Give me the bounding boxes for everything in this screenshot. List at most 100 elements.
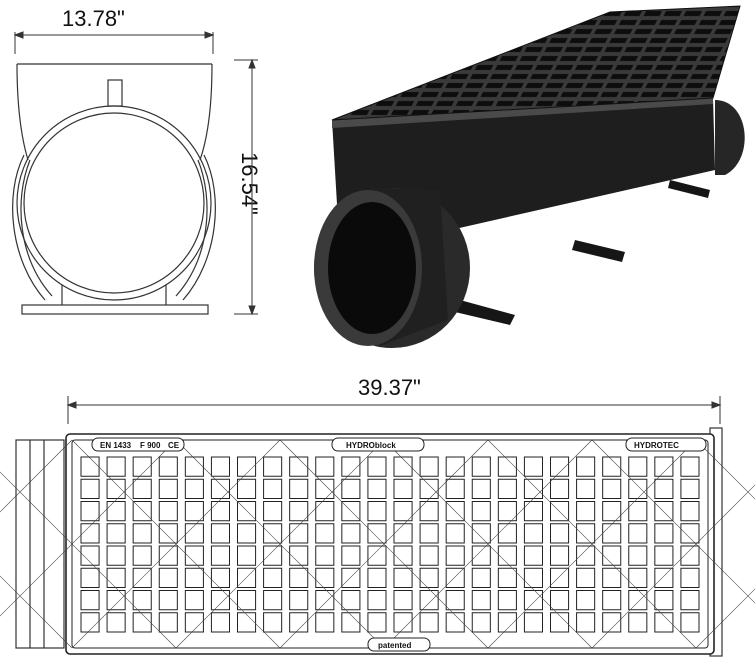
grate-slot <box>471 612 491 633</box>
top-view: EN 1433 F 900 CE HYDROblock HYDROTEC pat… <box>0 396 755 657</box>
grate-slot <box>315 456 335 477</box>
lattice-line <box>696 440 755 648</box>
grate-slot <box>289 523 309 544</box>
grate-slot <box>393 567 413 588</box>
grate-slot <box>602 456 622 477</box>
grate-slot <box>445 612 465 633</box>
standard-marking: EN 1433 <box>100 441 132 450</box>
grate-slot <box>80 567 100 588</box>
grate-slot <box>576 523 596 544</box>
grate-slot <box>445 478 465 499</box>
grate-slot <box>158 567 178 588</box>
product-3d-render <box>314 5 745 348</box>
grate-slot <box>445 545 465 566</box>
patent-marking: patented <box>378 641 411 650</box>
grate-slot <box>263 456 283 477</box>
lattice-line <box>0 440 72 648</box>
grate-slot <box>106 567 126 588</box>
grate-slot <box>654 501 674 522</box>
grate-slot <box>550 590 570 611</box>
grate-slot <box>680 612 700 633</box>
grate-slot <box>210 590 231 611</box>
grate-slot <box>471 590 491 611</box>
grate-slot <box>628 523 648 544</box>
grate-slot <box>523 612 544 633</box>
mounting-feet-3d <box>455 180 710 325</box>
grate-slot <box>628 456 648 477</box>
grate-slot <box>654 590 674 611</box>
grate-slot <box>289 612 309 633</box>
grate-slot <box>289 590 309 611</box>
grate-slot <box>132 456 152 477</box>
grate-slot <box>184 478 204 499</box>
grate-slot <box>210 612 231 633</box>
grate-slot <box>680 456 700 477</box>
grate-slot <box>315 567 335 588</box>
grate-slot <box>80 456 100 477</box>
length-dimension-label: 39.37" <box>358 375 421 400</box>
grate-slot <box>445 590 465 611</box>
lattice-line <box>0 440 176 648</box>
grate-slot <box>184 545 204 566</box>
grate-slot <box>523 545 544 566</box>
grate-slot <box>289 545 309 566</box>
grate-slot <box>341 456 361 477</box>
grate-slot <box>393 456 413 477</box>
grate-slot <box>419 456 439 477</box>
grate-slot <box>471 501 491 522</box>
grate-slot <box>184 590 204 611</box>
grate-slot <box>184 456 204 477</box>
lattice-line <box>592 440 755 648</box>
grate-slot <box>550 501 570 522</box>
grate-slot <box>315 478 335 499</box>
grate-slot <box>263 478 283 499</box>
grate-slot <box>602 567 622 588</box>
length-dimension-line <box>66 396 722 424</box>
grate-slot <box>523 567 544 588</box>
grate-slot <box>550 567 570 588</box>
grate-slot <box>315 545 335 566</box>
grate-slot <box>210 478 231 499</box>
grate-slot <box>419 612 439 633</box>
plan-left-spigot <box>15 439 65 649</box>
grate-slot <box>654 545 674 566</box>
grate-slot <box>237 545 257 566</box>
product-marking: HYDROblock <box>346 441 396 450</box>
grate-slot <box>341 545 361 566</box>
grate-slot <box>263 545 283 566</box>
grate-slot <box>367 478 387 499</box>
grate-slot <box>445 456 465 477</box>
grate-slot <box>184 501 204 522</box>
grate-slot <box>263 501 283 522</box>
grate-slot <box>654 523 674 544</box>
grate-slot <box>445 523 465 544</box>
grate-slot <box>158 523 178 544</box>
grate-slot <box>419 523 439 544</box>
grate-slot <box>210 501 231 522</box>
grate-slot <box>106 478 126 499</box>
grate-slot <box>523 590 544 611</box>
grate-slot <box>80 612 100 633</box>
grate-slot <box>80 545 100 566</box>
grate-slot <box>550 523 570 544</box>
grate-slot <box>80 478 100 499</box>
grate-slot <box>341 523 361 544</box>
grate-slot <box>419 501 439 522</box>
grate-slot <box>550 545 570 566</box>
grate-slot <box>341 590 361 611</box>
grate-slot <box>210 567 231 588</box>
grate-slot <box>367 545 387 566</box>
grate-slot <box>576 456 596 477</box>
grate-slot <box>654 567 674 588</box>
grate-slot <box>523 456 544 477</box>
grate-slot <box>315 523 335 544</box>
grate-slot <box>419 545 439 566</box>
grate-slot <box>628 612 648 633</box>
lattice-line <box>72 440 280 648</box>
width-dimension-line <box>13 31 215 54</box>
grate-slot <box>680 478 700 499</box>
grate-slot <box>80 523 100 544</box>
left-end-spigot <box>314 188 470 348</box>
grate-slot <box>289 501 309 522</box>
grate-slot <box>237 523 257 544</box>
